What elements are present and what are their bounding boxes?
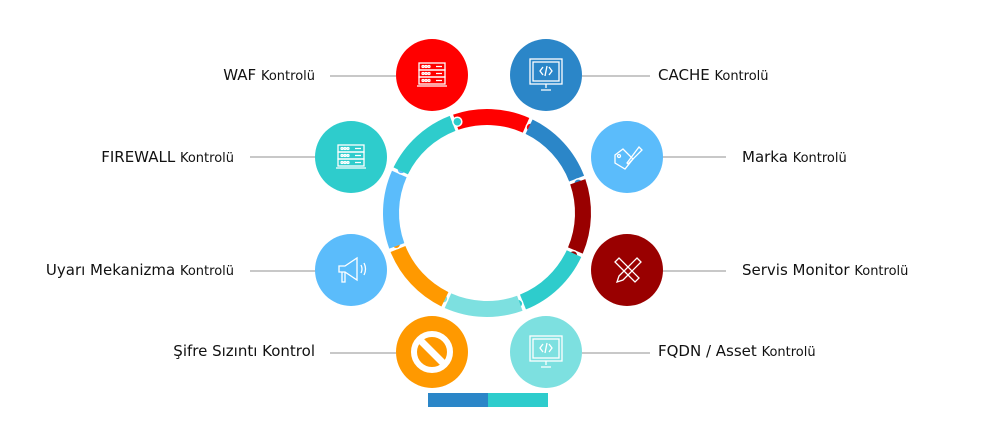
label-suffix: Kontrolü — [792, 151, 847, 166]
label-main: Şifre Sızıntı Kontrol — [173, 342, 315, 360]
server-icon — [396, 39, 468, 111]
connector-line — [662, 156, 726, 158]
server-icon — [315, 121, 387, 193]
bottom-bar-blue — [428, 393, 488, 407]
connector-line — [250, 156, 316, 158]
label-suffix: Kontrolü — [854, 264, 909, 279]
label-waf: WAF Kontrolü — [223, 65, 315, 87]
connector-line — [662, 270, 726, 272]
megaphone-icon — [315, 234, 387, 306]
ring-segment — [567, 179, 591, 254]
label-uyari: Uyarı Mekanizma Kontrolü — [46, 260, 234, 282]
label-main: CACHE — [658, 66, 710, 84]
label-servis: Servis Monitor Kontrolü — [742, 260, 908, 282]
connector-line — [330, 352, 396, 354]
label-main: Marka — [742, 148, 788, 166]
pencil-ruler-icon — [591, 234, 663, 306]
forbidden-icon — [396, 316, 468, 388]
label-firewall: FIREWALL Kontrolü — [101, 147, 234, 169]
ring-segment — [390, 245, 449, 307]
connector-line — [582, 352, 650, 354]
label-suffix: Kontrolü — [260, 69, 315, 84]
connector-line — [330, 75, 396, 77]
label-suffix: Kontrolü — [761, 345, 816, 360]
ring-segment — [383, 170, 407, 249]
label-suffix: Kontrolü — [179, 264, 234, 279]
ring-segment — [525, 119, 585, 182]
monitor-code-icon — [510, 39, 582, 111]
puzzle-knob — [452, 116, 463, 127]
label-suffix: Kontrolü — [179, 151, 234, 166]
brush-tag-icon — [591, 121, 663, 193]
label-main: FQDN / Asset — [658, 342, 757, 360]
label-suffix: Kontrolü — [714, 69, 769, 84]
label-marka: Marka Kontrolü — [742, 147, 847, 169]
label-sifre: Şifre Sızıntı Kontrol — [173, 341, 315, 363]
label-main: FIREWALL — [101, 148, 176, 166]
ring-segment — [393, 115, 456, 175]
label-main: WAF — [223, 66, 257, 84]
ring-segment — [444, 293, 523, 317]
label-fqdn: FQDN / Asset Kontrolü — [658, 341, 816, 363]
label-cache: CACHE Kontrolü — [658, 65, 769, 87]
monitor-code-icon — [510, 316, 582, 388]
label-main: Uyarı Mekanizma — [45, 261, 176, 279]
bottom-bar-teal — [488, 393, 548, 407]
label-main: Servis Monitor — [742, 261, 850, 279]
ring-segment — [453, 109, 530, 133]
connector-line — [582, 75, 650, 77]
connector-line — [250, 270, 316, 272]
ring-segment — [519, 249, 582, 310]
